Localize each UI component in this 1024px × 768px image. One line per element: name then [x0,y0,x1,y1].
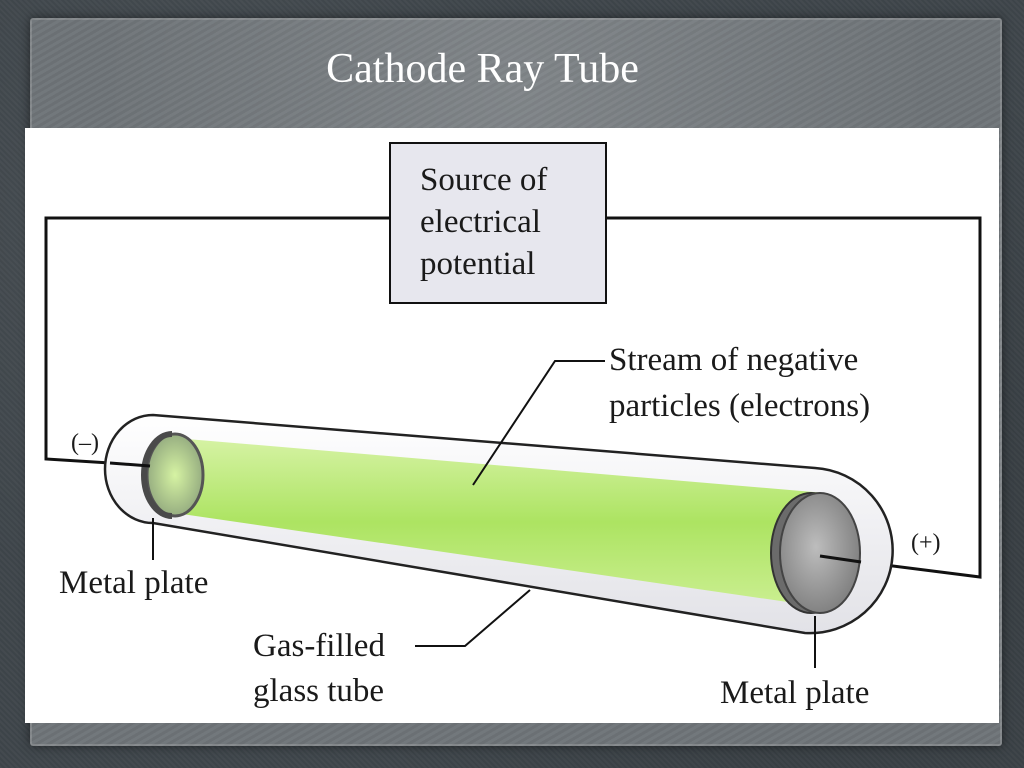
source-box [389,142,607,304]
source-box-line-1: Source of [420,162,547,198]
tube-label-line-1: Gas-filled [253,628,385,664]
circuit-wire-right [606,216,982,579]
cathode-lead [109,461,151,468]
tube-leader-line [415,589,531,647]
cathode-ray-tube-diagram: Source of electrical potential (–) (+) S… [44,142,982,711]
slide-title: Cathode Ray Tube [326,46,639,92]
left-plate-label: Metal plate [59,565,208,601]
stream-label-line-2: particles (electrons) [609,388,870,424]
source-box-line-2: electrical [420,204,541,240]
source-box-line-3: potential [420,246,535,282]
right-plate-label: Metal plate [720,675,869,711]
circuit-wire-left [44,216,390,465]
electron-beam [175,438,825,606]
stream-leader-line [472,360,605,486]
positive-terminal-label: (+) [911,530,941,556]
negative-terminal-label: (–) [71,430,99,456]
stream-label-line-1: Stream of negative [609,342,858,378]
right-metal-plate [779,492,861,614]
tube-label-line-2: glass tube [253,673,384,709]
anode-lead [819,554,862,564]
left-plate-rim [141,431,173,519]
diagram-card: Source of electrical potential (–) (+) S… [25,128,999,723]
